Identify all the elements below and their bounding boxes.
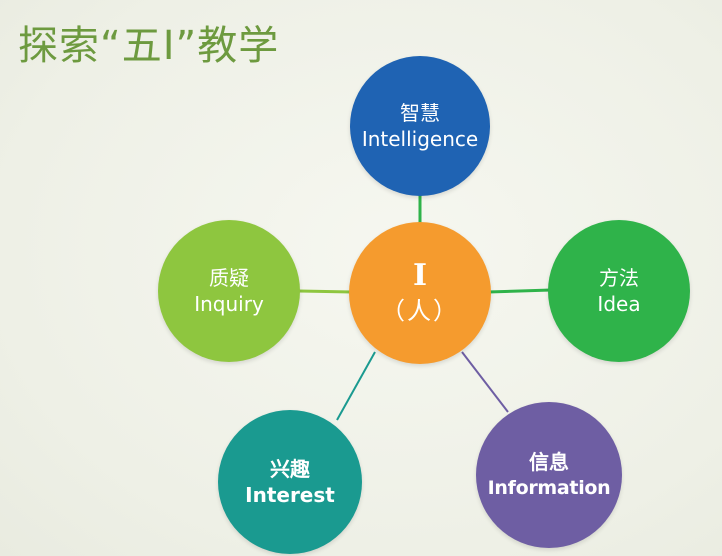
node-center-sub: （人） <box>381 297 459 325</box>
node-idea-zh: 方法 <box>599 266 639 290</box>
node-idea: 方法 Idea <box>548 220 690 362</box>
node-interest: 兴趣 Interest <box>218 410 362 554</box>
node-information: 信息 Information <box>476 402 622 548</box>
connector-inquiry <box>298 289 353 294</box>
page-title: 探索“五I”教学 <box>18 23 280 69</box>
node-inquiry-en: Inquiry <box>194 292 264 316</box>
node-intelligence-zh: 智慧 <box>400 101 440 125</box>
node-center: I （人） <box>349 222 491 364</box>
connector-interest <box>336 351 376 421</box>
node-information-en: Information <box>487 477 611 499</box>
node-inquiry-zh: 质疑 <box>209 266 249 290</box>
node-center-main: I <box>412 258 428 293</box>
connector-information <box>461 351 509 413</box>
node-idea-en: Idea <box>597 292 641 316</box>
node-interest-en: Interest <box>245 483 335 507</box>
connector-idea <box>487 288 552 294</box>
node-intelligence: 智慧 Intelligence <box>350 56 490 196</box>
node-information-zh: 信息 <box>529 450 569 474</box>
node-inquiry: 质疑 Inquiry <box>158 220 300 362</box>
node-interest-zh: 兴趣 <box>270 457 310 481</box>
node-intelligence-en: Intelligence <box>361 127 479 151</box>
